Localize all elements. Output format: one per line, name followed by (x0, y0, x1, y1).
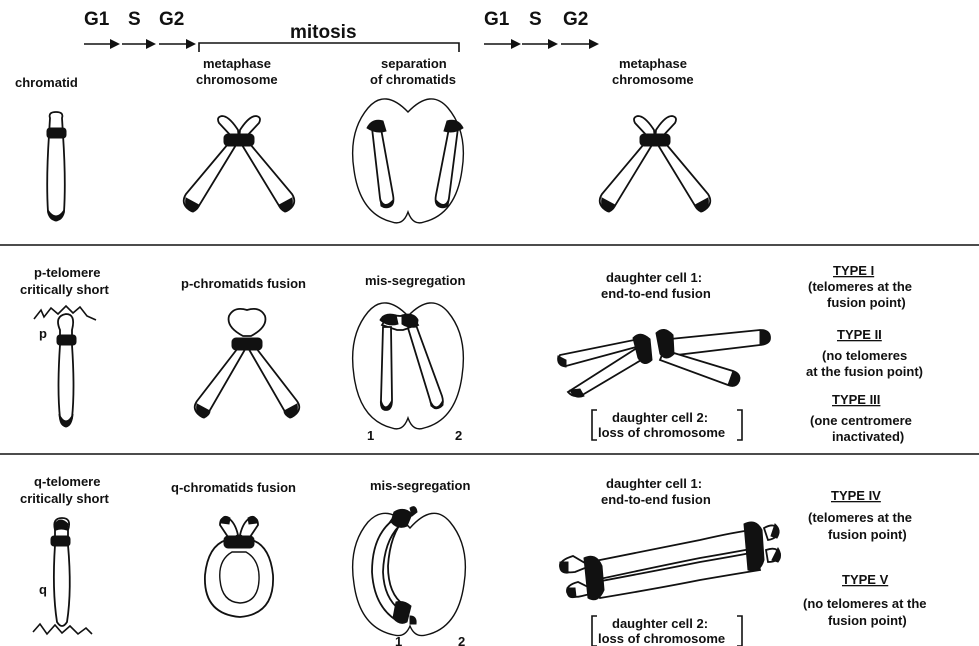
p-short-chromatid (34, 306, 96, 427)
q-cell-number-2: 2 (458, 634, 465, 646)
p-dicentric-chromosome (558, 329, 770, 397)
type1-desc-line2: fusion point) (827, 295, 906, 310)
q-short-chromatid (33, 518, 92, 634)
type1-label: TYPE I (833, 263, 874, 278)
q-bracket-right (737, 616, 742, 646)
type5-label: TYPE V (842, 572, 889, 587)
p-title-line2: critically short (20, 282, 110, 297)
phase-g1-label-2: G1 (484, 9, 510, 30)
dividing-cell (353, 99, 464, 223)
cell-cycle-header: G1 S G2 mitosis G1 S G2 (84, 9, 597, 52)
q-fused-chromatids (205, 516, 273, 617)
type3-label: TYPE III (832, 392, 880, 407)
separation-label-line2: of chromatids (370, 72, 456, 87)
q-daughter2-line1: daughter cell 2: (612, 616, 708, 631)
p-misseg-label: mis-segregation (365, 273, 465, 288)
metaphase-label-line2: chromosome (196, 72, 278, 87)
p-daughter1-line1: daughter cell 1: (606, 270, 702, 285)
p-cell-number-1: 1 (367, 428, 374, 443)
type3-desc-line2: inactivated) (832, 429, 904, 444)
type1-desc-line1: (telomeres at the (808, 279, 912, 294)
chromatid-label: chromatid (15, 75, 78, 90)
type5-desc-line2: fusion point) (828, 613, 907, 628)
p-bracket-right (737, 410, 742, 440)
phase-s-label: S (128, 9, 141, 30)
mitosis-bracket (199, 43, 459, 52)
q-bracket-left (592, 616, 597, 646)
row-q-telomere: q-telomere critically short q q-chromati… (20, 474, 927, 646)
q-misseg-cell (353, 507, 466, 636)
phase-g2-label-2: G2 (563, 9, 588, 30)
p-fusion-label: p-chromatids fusion (181, 276, 306, 291)
mitosis-label: mitosis (290, 22, 357, 43)
row-p-telomere: p-telomere critically short p p-chromati… (20, 263, 923, 444)
q-title-line2: critically short (20, 491, 110, 506)
phase-s-label-2: S (529, 9, 542, 30)
metaphase-label-2-line1: metaphase (619, 56, 687, 71)
metaphase-label-2-line2: chromosome (612, 72, 694, 87)
p-cell-number-2: 2 (455, 428, 462, 443)
phase-g2-label: G2 (159, 9, 184, 30)
p-bracket-left (592, 410, 597, 440)
type4-label: TYPE IV (831, 488, 881, 503)
metaphase-chromosome-2 (600, 116, 711, 212)
separation-label-line1: separation (381, 56, 447, 71)
type5-desc-line1: (no telomeres at the (803, 596, 927, 611)
type2-desc-line1: (no telomeres (822, 348, 907, 363)
p-title-line1: p-telomere (34, 265, 100, 280)
metaphase-label-line1: metaphase (203, 56, 271, 71)
p-misseg-cell (353, 303, 464, 429)
q-daughter1-line1: daughter cell 1: (606, 476, 702, 491)
q-cell-number-1: 1 (395, 634, 402, 646)
q-marker: q (39, 582, 47, 597)
type4-desc-line2: fusion point) (828, 527, 907, 542)
p-daughter1-line2: end-to-end fusion (601, 286, 711, 301)
q-title-line1: q-telomere (34, 474, 100, 489)
type3-desc-line1: (one centromere (810, 413, 912, 428)
type2-label: TYPE II (837, 327, 882, 342)
q-dicentric-chromosome (560, 522, 781, 600)
type2-desc-line2: at the fusion point) (806, 364, 923, 379)
q-daughter1-line2: end-to-end fusion (601, 492, 711, 507)
row-normal-cycle: chromatid metaphase chromosome separatio… (15, 56, 710, 223)
p-daughter2-line2: loss of chromosome (598, 425, 725, 440)
p-marker: p (39, 326, 47, 341)
metaphase-chromosome (184, 116, 295, 212)
phase-g1-label: G1 (84, 9, 110, 30)
q-daughter2-line2: loss of chromosome (598, 631, 725, 646)
type4-desc-line1: (telomeres at the (808, 510, 912, 525)
p-fused-chromatids (195, 309, 300, 418)
q-fusion-label: q-chromatids fusion (171, 480, 296, 495)
q-misseg-label: mis-segregation (370, 478, 470, 493)
single-chromatid (47, 112, 66, 221)
p-daughter2-line1: daughter cell 2: (612, 410, 708, 425)
